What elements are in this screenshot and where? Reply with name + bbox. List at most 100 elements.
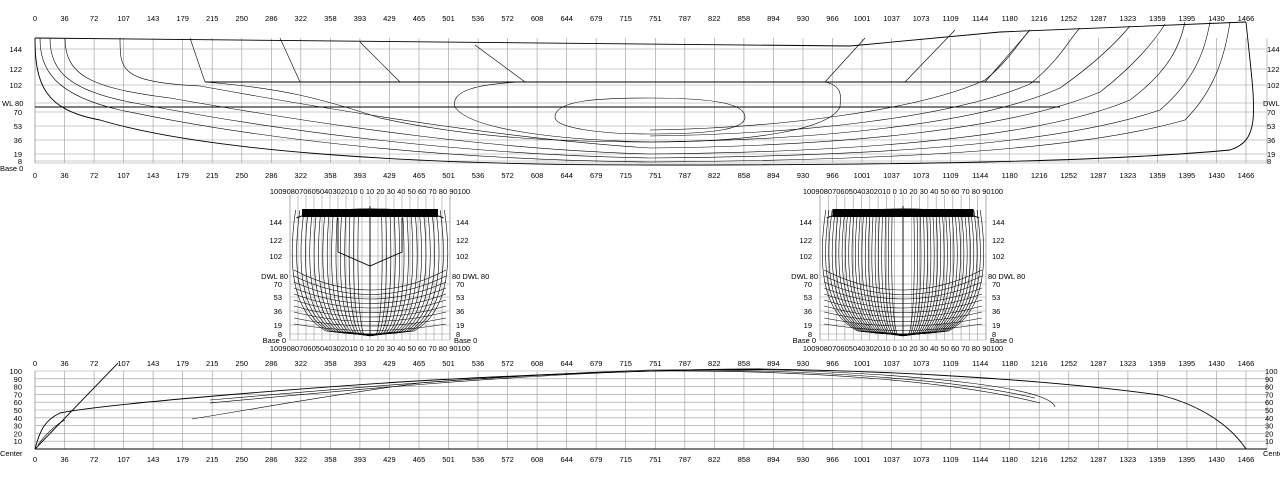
profile-x-tick-bottom: 1109	[943, 171, 959, 180]
plan-y-tick-right: 80	[1265, 383, 1273, 392]
body-plan-y-tick-left: 53	[804, 293, 812, 302]
profile-x-tick-top: 1252	[1060, 14, 1077, 23]
plan-y-tick-right: 30	[1265, 422, 1273, 431]
profile-y-tick-left: 102	[9, 81, 22, 90]
profile-dwl-label-right: DWL	[1263, 99, 1280, 108]
profile-x-tick-bottom: 465	[413, 171, 426, 180]
plan-x-tick-top: 966	[826, 359, 839, 368]
plan-x-tick-bottom: 1287	[1090, 455, 1107, 464]
plan-x-tick-bottom: 429	[383, 455, 396, 464]
body-plan-y-tick-right: 70	[992, 280, 1000, 289]
plan-x-tick-bottom: 1001	[854, 455, 871, 464]
profile-x-tick-bottom: 536	[472, 171, 485, 180]
profile-dwl-label: WL 80	[2, 99, 23, 108]
half-breadth-plan-view: 0036367272107107143143179179215215250250…	[0, 359, 1280, 464]
profile-section-curve	[649, 27, 1081, 137]
profile-x-tick-bottom: 787	[679, 171, 692, 180]
body-plan-y-tick-left: 144	[269, 218, 282, 227]
profile-section-curve	[454, 81, 841, 108]
profile-x-tick-bottom: 966	[826, 171, 839, 180]
plan-x-tick-bottom: 286	[265, 455, 278, 464]
profile-y-tick-left: 8	[18, 157, 22, 166]
profile-x-tick-top: 1037	[883, 14, 900, 23]
plan-x-tick-top: 501	[442, 359, 455, 368]
plan-y-tick-right: 90	[1265, 375, 1273, 384]
profile-section-curve	[189, 37, 206, 83]
profile-y-tick-right: 19	[1267, 150, 1275, 159]
profile-x-tick-bottom: 1180	[1002, 171, 1018, 180]
profile-x-tick-top: 1001	[854, 14, 871, 23]
profile-section-curve	[649, 21, 1186, 155]
profile-y-tick-right: 70	[1267, 108, 1275, 117]
plan-waterline-102	[209, 369, 1036, 401]
body-plan-y-tick-right: 36	[992, 307, 1000, 316]
plan-x-tick-top: 393	[354, 359, 367, 368]
plan-x-tick-bottom: 1180	[1002, 455, 1018, 464]
plan-center-label-left: Center	[0, 449, 23, 458]
profile-x-tick-bottom: 0	[33, 171, 37, 180]
profile-y-tick-right: 122	[1267, 65, 1280, 74]
profile-x-tick-top: 1144	[972, 14, 988, 23]
profile-x-tick-bottom: 572	[501, 171, 514, 180]
profile-y-tick-left: 144	[9, 45, 22, 54]
plan-x-tick-top: 608	[531, 359, 544, 368]
plan-x-tick-top: 358	[324, 359, 337, 368]
plan-x-tick-top: 1073	[913, 359, 930, 368]
body-plan-y-tick-left: 102	[269, 252, 282, 261]
profile-x-tick-top: 429	[383, 14, 396, 23]
plan-x-tick-bottom: 1037	[883, 455, 900, 464]
plan-x-tick-top: 787	[679, 359, 692, 368]
plan-x-tick-top: 751	[649, 359, 662, 368]
profile-x-tick-top: 822	[708, 14, 721, 23]
plan-x-tick-top: 822	[708, 359, 721, 368]
plan-x-tick-top: 1395	[1179, 359, 1196, 368]
plan-x-tick-bottom: 1395	[1179, 455, 1196, 464]
plan-y-tick-left: 20	[14, 429, 22, 438]
profile-x-tick-top: 1073	[913, 14, 930, 23]
body-plan-y-tick-right: 19	[992, 321, 1000, 330]
profile-x-tick-top: 250	[236, 14, 249, 23]
plan-x-tick-bottom: 501	[442, 455, 455, 464]
plan-x-tick-top: 858	[738, 359, 751, 368]
profile-y-tick-left: 36	[14, 136, 22, 145]
body-plan-y-tick-right: 102	[456, 252, 469, 261]
profile-x-tick-top: 1395	[1179, 14, 1196, 23]
plan-x-tick-top: 72	[90, 359, 98, 368]
body-plan-y-tick-right: 53	[992, 293, 1000, 302]
body-plan-y-tick-left: 70	[274, 280, 282, 289]
profile-section-curve	[649, 21, 1211, 159]
profile-x-tick-top: 1466	[1238, 14, 1255, 23]
profile-section-curve	[64, 37, 651, 155]
plan-transom-curve	[37, 419, 66, 446]
body-plan-y-tick-left: 122	[269, 236, 282, 245]
plan-x-tick-top: 465	[413, 359, 426, 368]
plan-y-tick-right: 10	[1265, 437, 1273, 446]
profile-x-tick-top: 536	[472, 14, 485, 23]
profile-section-curve	[824, 37, 866, 83]
profile-x-tick-bottom: 1252	[1060, 171, 1077, 180]
profile-x-tick-top: 966	[826, 14, 839, 23]
plan-y-tick-right: 20	[1265, 429, 1273, 438]
profile-section-curve	[904, 29, 956, 83]
plan-x-tick-bottom: 1466	[1238, 455, 1255, 464]
plan-x-tick-bottom: 572	[501, 455, 514, 464]
body-plan-y-tick-right: 122	[456, 236, 469, 245]
plan-x-tick-bottom: 393	[354, 455, 367, 464]
body-plan-transom	[337, 218, 403, 267]
profile-x-tick-top: 215	[206, 14, 219, 23]
body-plan-dwl-left: DWL 80	[261, 272, 288, 281]
plan-x-tick-bottom: 608	[531, 455, 544, 464]
sheer-line	[34, 21, 1247, 47]
plan-x-tick-bottom: 930	[797, 455, 810, 464]
profile-x-tick-bottom: 286	[265, 171, 278, 180]
plan-y-tick-left: 60	[14, 398, 22, 407]
plan-x-tick-top: 107	[117, 359, 130, 368]
profile-x-tick-top: 644	[560, 14, 573, 23]
body-plan-y-tick-right: 122	[992, 236, 1005, 245]
plan-x-tick-top: 215	[206, 359, 219, 368]
plan-x-tick-bottom: 465	[413, 455, 426, 464]
plan-x-tick-top: 1037	[883, 359, 900, 368]
plan-x-tick-top: 322	[295, 359, 308, 368]
plan-x-tick-bottom: 715	[619, 455, 632, 464]
